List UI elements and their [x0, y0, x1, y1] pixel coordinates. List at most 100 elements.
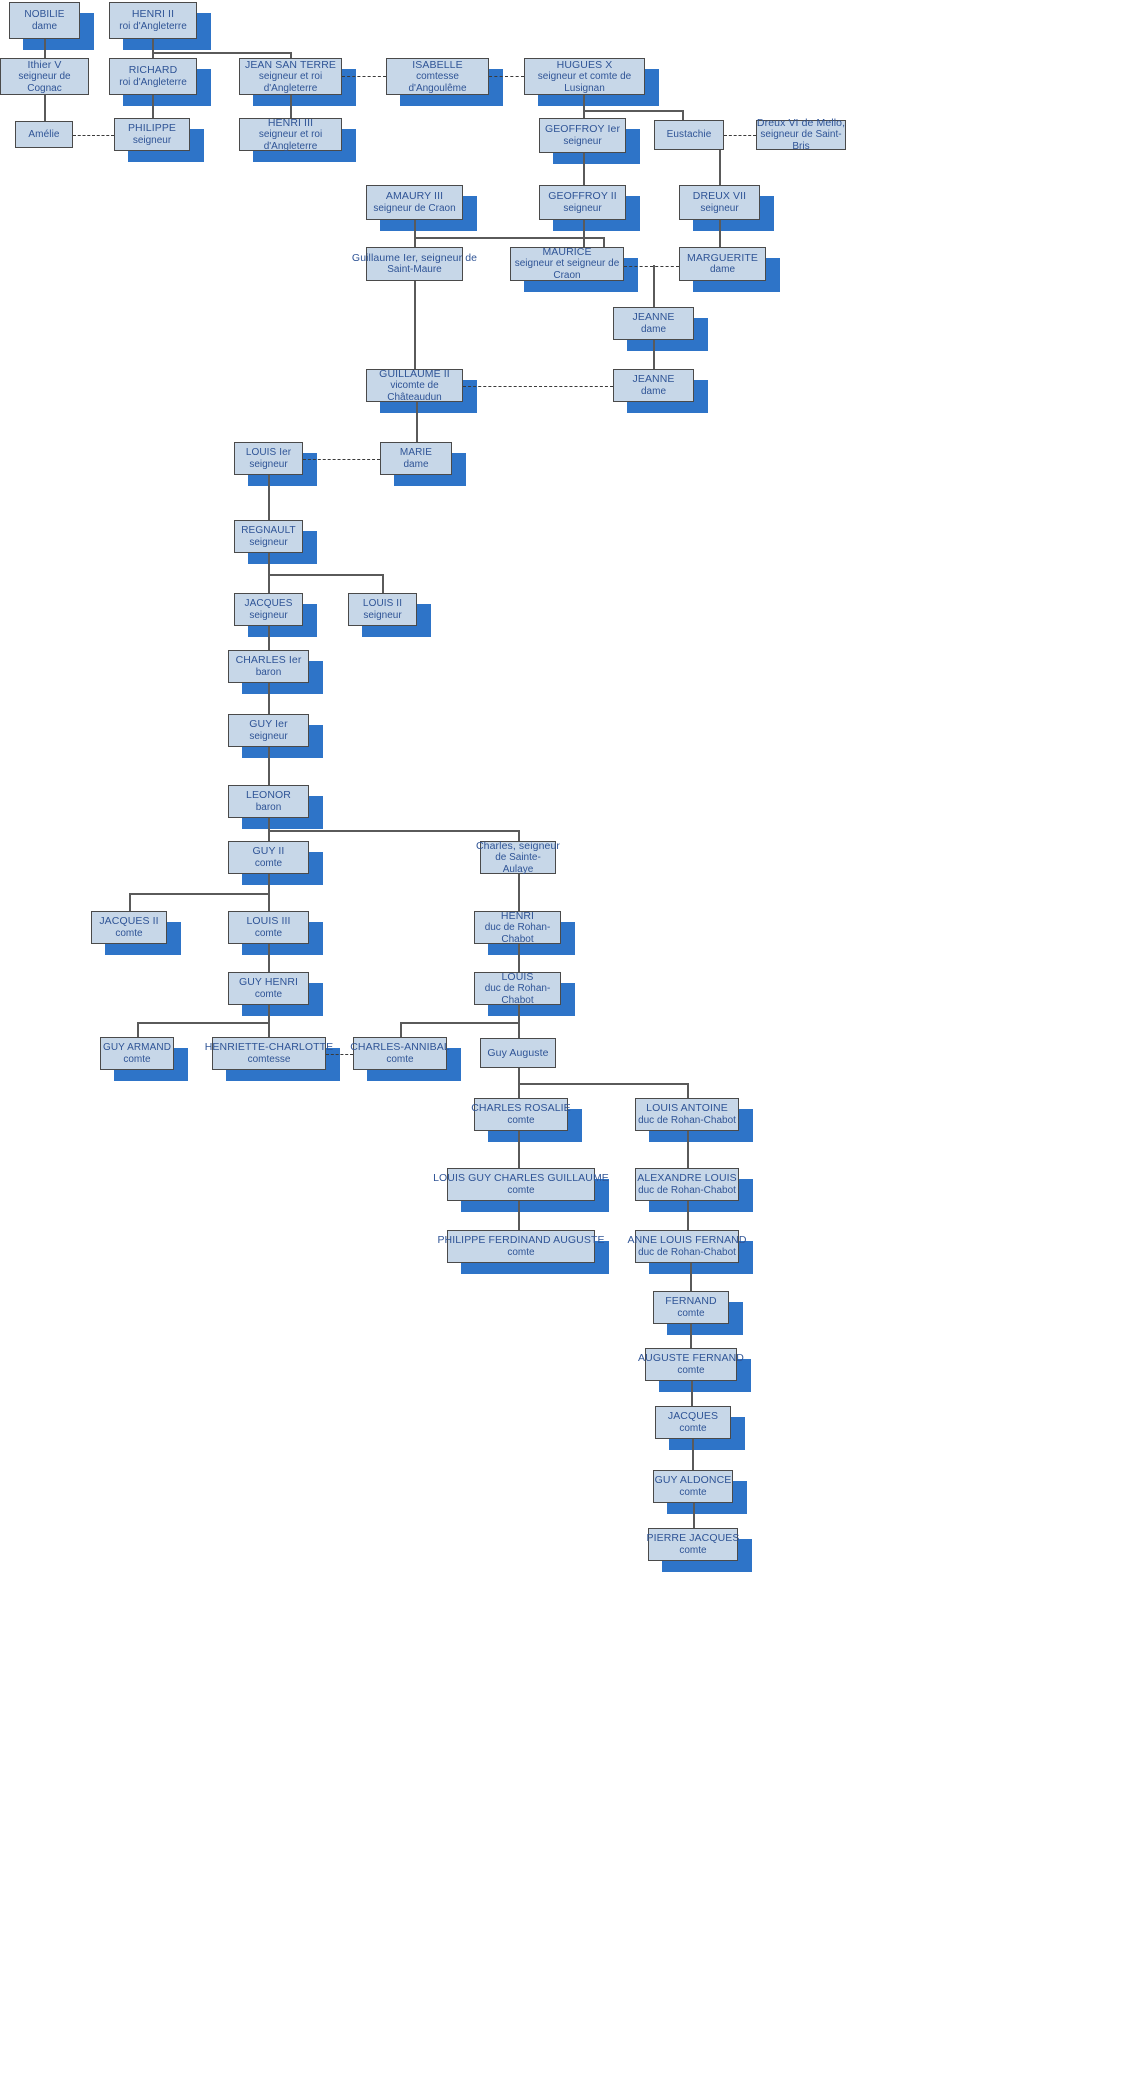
node-name: RICHARD	[128, 64, 178, 77]
node-title: duc de Rohan-Chabot	[484, 921, 551, 945]
node-name: MARGUERITE	[686, 251, 758, 264]
node-title: comte	[386, 1053, 414, 1065]
node-name: Guy Auguste	[487, 1046, 549, 1059]
connector-leonor-down	[268, 818, 270, 831]
node-title: roi d'Angleterre	[119, 76, 187, 88]
node-name: CHARLES Ier	[235, 654, 302, 667]
connector-jeansanterre-henri3	[290, 95, 292, 118]
node-name: LOUIS GUY CHARLES GUILLAUME	[433, 1172, 609, 1185]
connector-henri-louis	[518, 944, 520, 972]
node-name: ANNE LOUIS FERNAND	[627, 1234, 747, 1247]
node-name: MAURICE	[542, 246, 592, 259]
node-name: JACQUES	[667, 1410, 719, 1423]
connector-huguesx-bus	[583, 110, 683, 112]
connector-bus-louis3	[268, 893, 270, 911]
node-amelie[interactable]: Amélie	[15, 121, 73, 148]
node-title: comtesse d'Angoulême	[408, 70, 467, 94]
node-eustachie[interactable]: Eustachie	[654, 120, 724, 150]
node-title: seigneur et roi d'Angleterre	[258, 128, 323, 152]
node-title: dame	[709, 264, 735, 276]
node-name: HUGUES X	[556, 58, 613, 71]
node-name: REGNAULT	[241, 524, 296, 536]
connector-louisguy-philippe	[518, 1201, 520, 1230]
node-title: dame	[640, 323, 666, 335]
node-guyauguste[interactable]: Guy Auguste	[480, 1038, 556, 1068]
node-name: NOBILIE	[24, 8, 65, 20]
node-name: LOUIS II	[362, 597, 403, 609]
connector-anne-fernand	[690, 1263, 692, 1291]
node-name: Charles, seigneur	[476, 839, 560, 852]
node-dreux6[interactable]: Dreux VI de Mello,seigneur de Saint-Bris	[756, 117, 846, 152]
connector-jacques-guyaldonce	[692, 1439, 694, 1470]
connector-huguesx-down	[583, 95, 585, 118]
marriage-henriette-charlesannibal	[326, 1054, 353, 1055]
connector-amaury3-down	[414, 220, 416, 238]
node-name: PIERRE JACQUES	[646, 1532, 740, 1545]
node-name: CHARLES-ANNIBAL	[350, 1041, 450, 1054]
connector-guy2-bus	[129, 893, 269, 895]
node-title: vicomte de Châteaudun	[387, 379, 442, 403]
connector-bus-guy2	[268, 830, 270, 841]
node-title: seigneur	[249, 458, 288, 470]
node-name: Ithier V	[27, 58, 62, 71]
connector-charles1-guy1	[268, 683, 270, 714]
node-name: GUY HENRI	[238, 976, 299, 989]
connector-maurice-jeanne1	[653, 265, 655, 307]
node-title: comte	[507, 1246, 535, 1258]
node-title: seigneur	[700, 202, 739, 214]
node-name: LEONOR	[246, 789, 291, 802]
connector-charlesrosalie-louisguy	[518, 1131, 520, 1168]
node-name: LOUIS III	[246, 915, 291, 928]
connector-guyhenri-down	[268, 1005, 270, 1023]
node-title: comte	[115, 927, 143, 939]
